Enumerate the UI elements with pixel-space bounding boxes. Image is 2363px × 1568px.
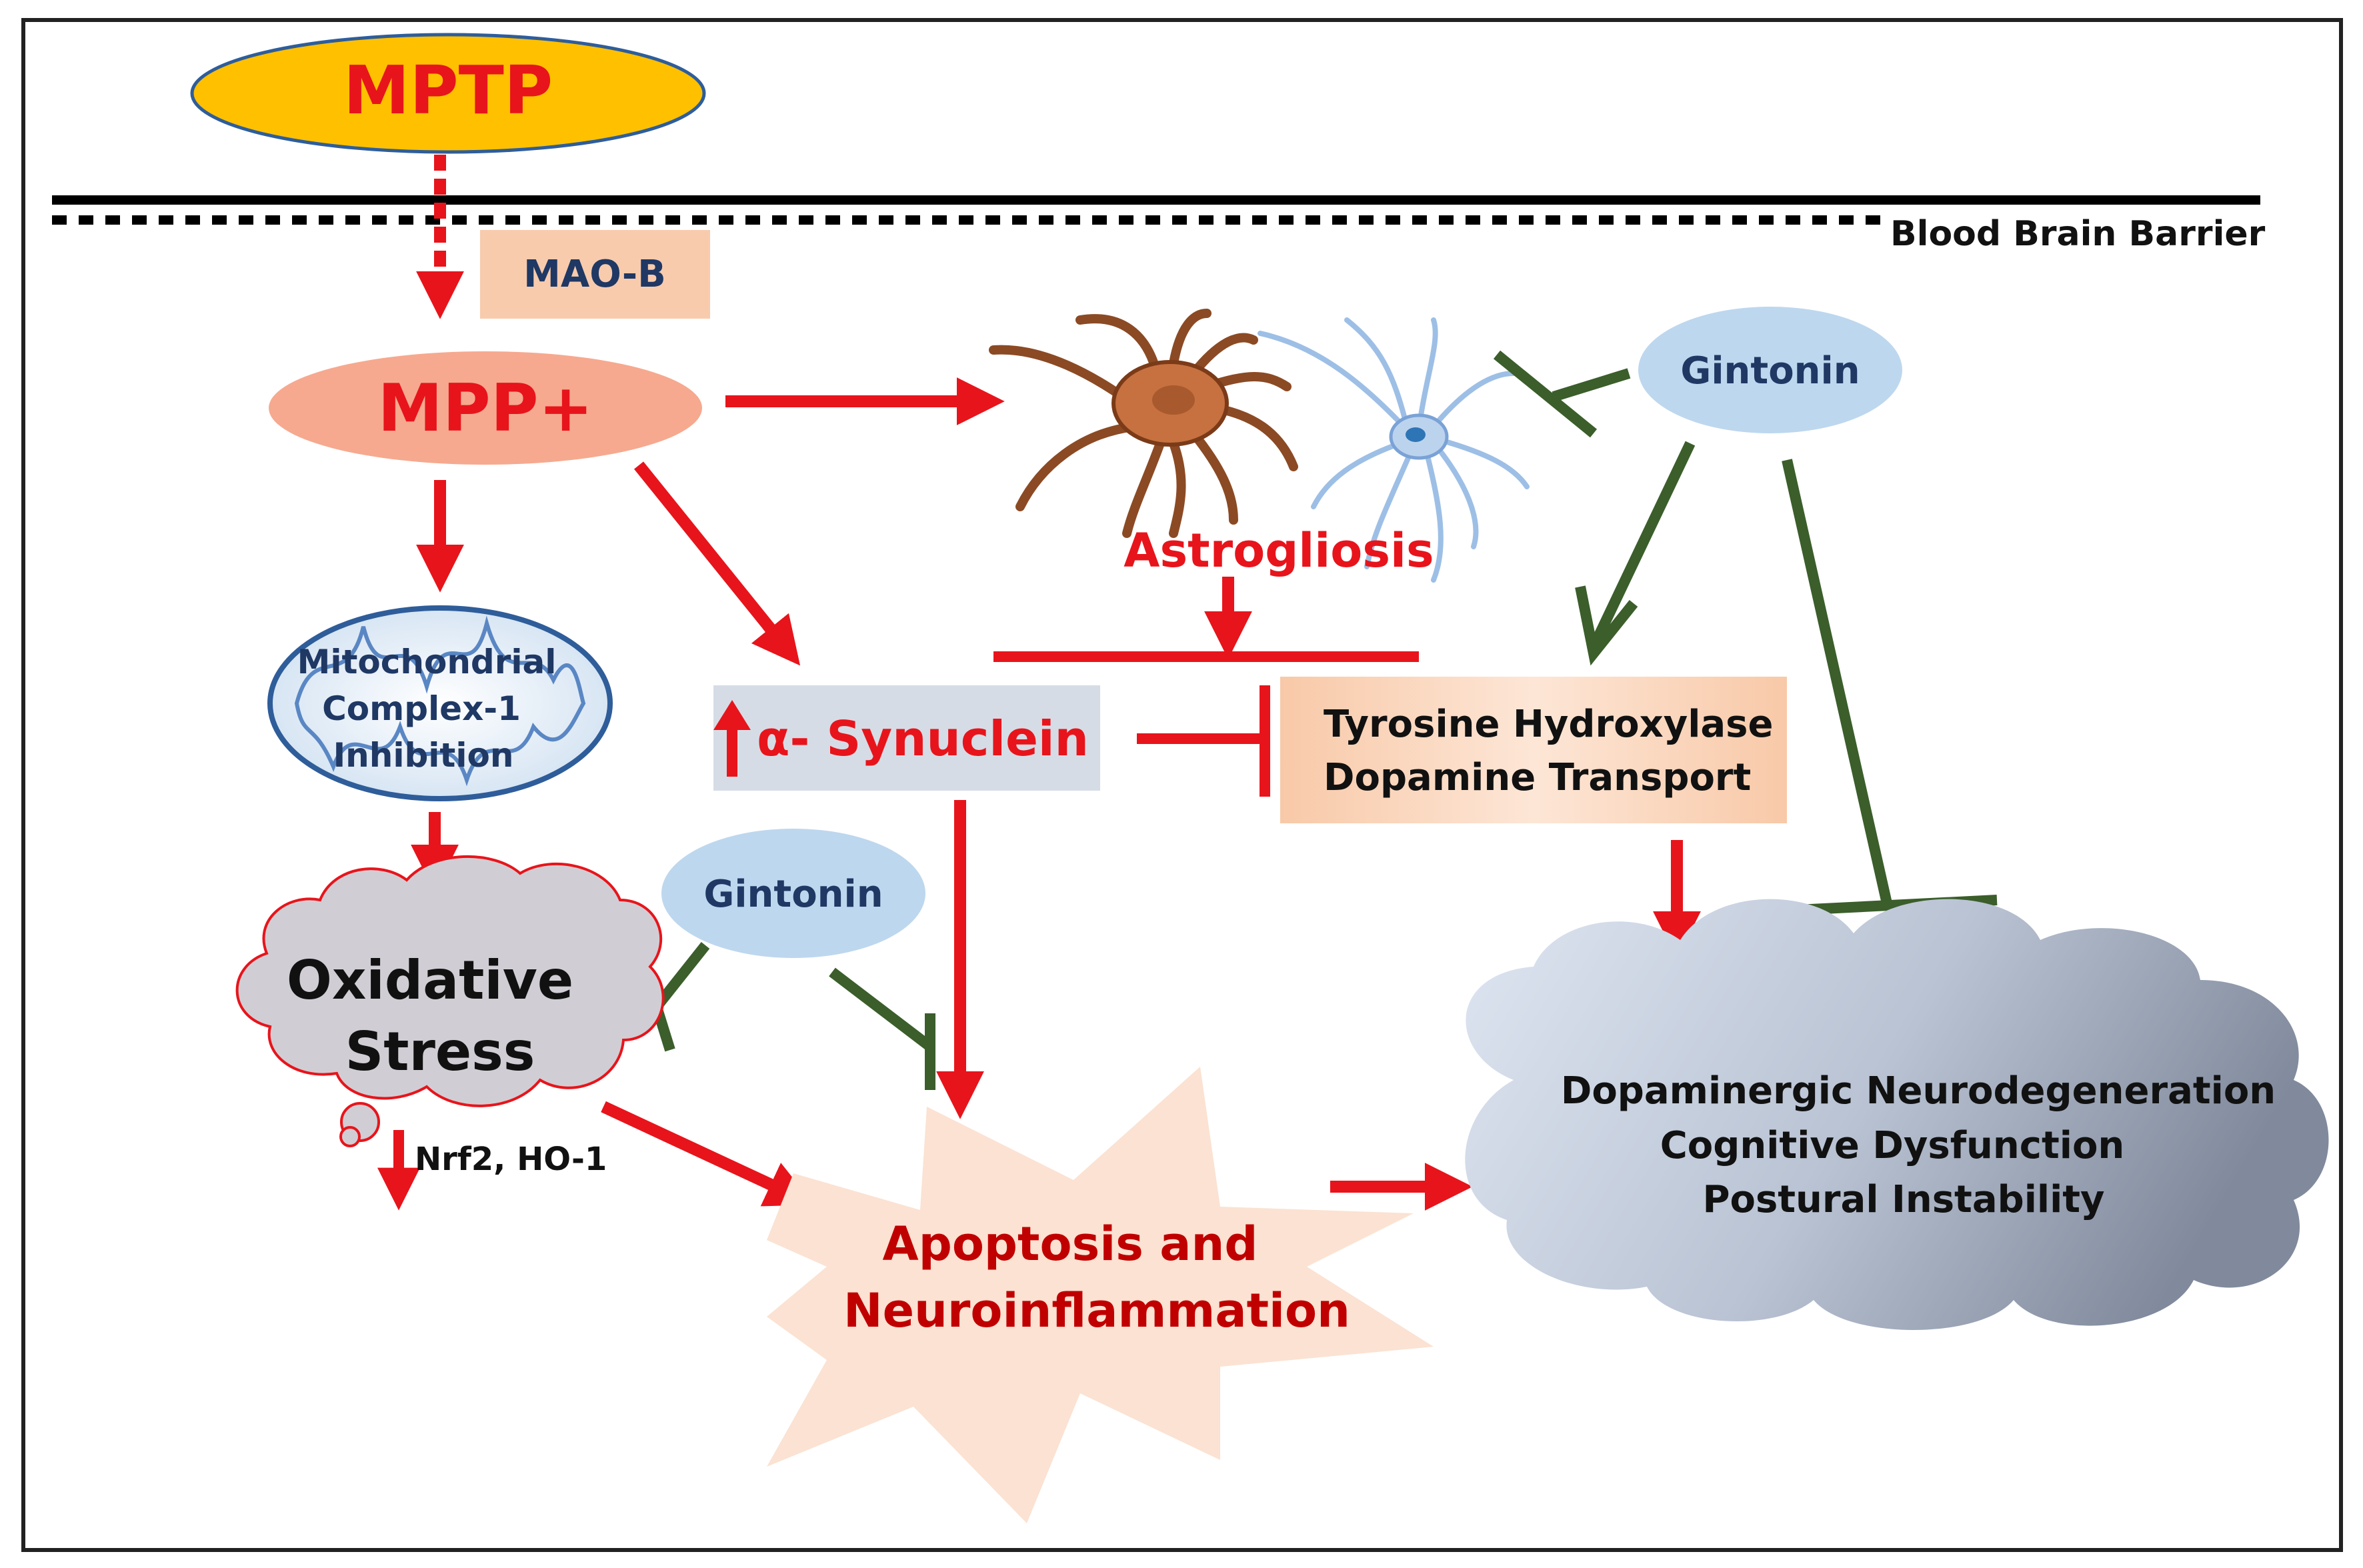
gintonin-inhibits-outcome	[1782, 459, 1998, 915]
apoptosis-label-line2: Neuroinflammation	[843, 1283, 1350, 1338]
nrf2-label: Nrf2, HO-1	[415, 1141, 607, 1178]
mao-b-label: MAO-B	[523, 253, 666, 296]
th-label-line2: Dopamine Transport	[1324, 756, 1751, 799]
outcome-label-line1: Dopaminergic Neurodegeneration	[1561, 1069, 2276, 1113]
gintonin-inhibits-astrocyte	[1493, 350, 1631, 438]
mpp-label: MPP+	[377, 371, 593, 447]
gintonin-mid-node	[661, 829, 925, 958]
th-label-line1: Tyrosine Hydroxylase	[1324, 703, 1774, 746]
astrocyte-reactive-icon	[989, 309, 1298, 538]
th-dat-box	[1280, 677, 1787, 823]
mito-label-line2: Complex-1	[322, 689, 521, 728]
mitochondrion-icon	[267, 605, 613, 801]
mptp-label: MPTP	[343, 51, 553, 129]
oxidative-stress-cloud	[235, 855, 665, 1147]
bbb-label: Blood Brain Barrier	[1890, 214, 2266, 254]
astrogliosis-label: Astrogliosis	[1123, 523, 1434, 578]
outcome-label-line2: Cognitive Dysfunction	[1660, 1124, 2125, 1167]
apoptosis-label-line1: Apoptosis and	[883, 1217, 1258, 1271]
apoptosis-starburst	[767, 1067, 1434, 1523]
outcome-cloud	[1465, 899, 2329, 1330]
oxidative-label-line1: Oxidative	[287, 949, 573, 1011]
oxidative-label-line2: Stress	[345, 1021, 535, 1083]
gintonin-top-label: Gintonin	[1680, 349, 1860, 393]
mptp-node	[190, 33, 706, 154]
gintonin-promotes-th	[1575, 441, 1696, 666]
synuclein-label: α- Synuclein	[757, 711, 1089, 767]
oxidative-to-apoptosis-arrow	[601, 1101, 815, 1207]
astrocyte-normal-icon	[1258, 317, 1530, 583]
mao-b-box	[480, 230, 710, 319]
mito-label-line1: Mitochondrial	[297, 643, 557, 681]
synuclein-box	[713, 685, 1100, 791]
gintonin-mid-label: Gintonin	[703, 873, 883, 916]
gintonin-inhibits-apoptosis	[829, 967, 935, 1090]
figure-frame	[21, 18, 2343, 1552]
outcome-label-line3: Postural Instability	[1702, 1178, 2104, 1221]
mito-label-line3: Inhibition	[333, 736, 514, 775]
mpp-to-synuclein-arrow	[633, 461, 801, 666]
increase-arrow-icon	[713, 700, 751, 777]
mpp-node	[269, 351, 702, 465]
gintonin-top-node	[1638, 307, 1902, 433]
